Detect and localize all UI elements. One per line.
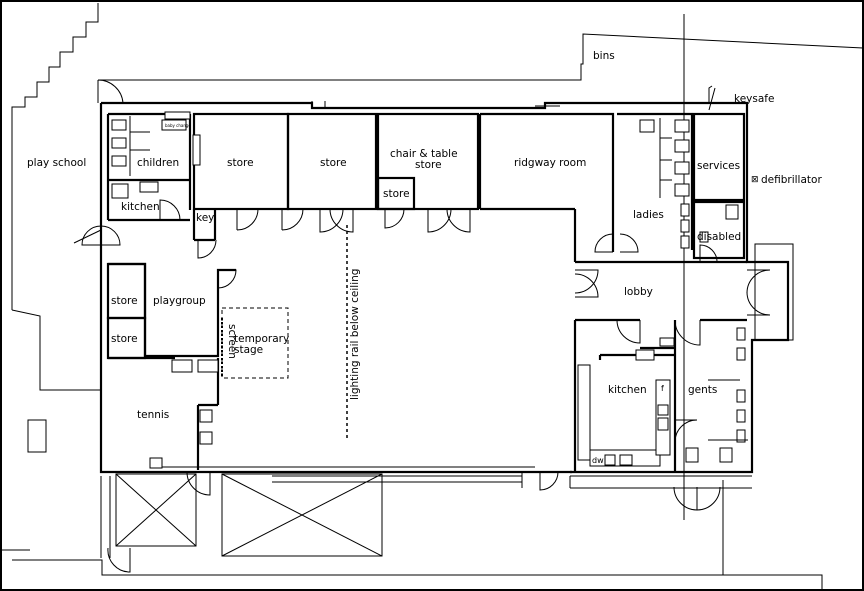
label-tennis: tennis [137, 409, 169, 421]
label-temporary-stage-line1: temporary [234, 333, 289, 345]
label-playgroup: playgroup [153, 295, 206, 307]
label-gents: gents [688, 384, 717, 396]
sanitary-fixtures [111, 116, 748, 463]
temporary-stage-outline [221, 307, 289, 379]
label-keysafe: keysafe [734, 93, 774, 105]
kitchen-units [149, 111, 671, 469]
doors [73, 85, 771, 573]
label-bins: bins [593, 50, 615, 62]
label-ridgway-room: ridgway room [514, 157, 586, 169]
label-play-school: play school [27, 157, 86, 169]
label-kitchen-main: kitchen [608, 384, 647, 396]
label-store-small: store [383, 188, 410, 200]
label-defibrillator: defibrillator [761, 174, 822, 186]
label-children: children [137, 157, 179, 169]
label-baby-change: baby change [165, 123, 191, 128]
label-chair-table-store-line2: store [415, 159, 442, 171]
label-dishwasher: dw [592, 456, 604, 465]
interior-walls [106, 112, 747, 472]
label-lighting-rail: lighting rail below ceiling [349, 269, 361, 400]
defibrillator-icon: ⊠ [751, 175, 759, 185]
label-store-left-upper: store [111, 295, 138, 307]
label-kitchen-small: kitchen [121, 201, 160, 213]
label-screen: screen [226, 324, 238, 359]
external-canopies [100, 466, 752, 558]
label-services: services [697, 160, 740, 172]
label-chair-table-store-line1: chair & table [390, 148, 458, 160]
label-ladies: ladies [633, 209, 664, 221]
label-store-1: store [227, 157, 254, 169]
label-temporary-stage-line2: stage [234, 344, 263, 356]
label-fridge: f [661, 384, 664, 393]
label-lobby: lobby [624, 286, 653, 298]
label-store-2: store [320, 157, 347, 169]
label-key: key [196, 212, 214, 224]
room-labels: play school children baby change kitchen… [27, 50, 822, 465]
site-boundary [0, 3, 864, 590]
label-store-left-lower: store [111, 333, 138, 345]
label-disabled: disabled [697, 231, 741, 243]
